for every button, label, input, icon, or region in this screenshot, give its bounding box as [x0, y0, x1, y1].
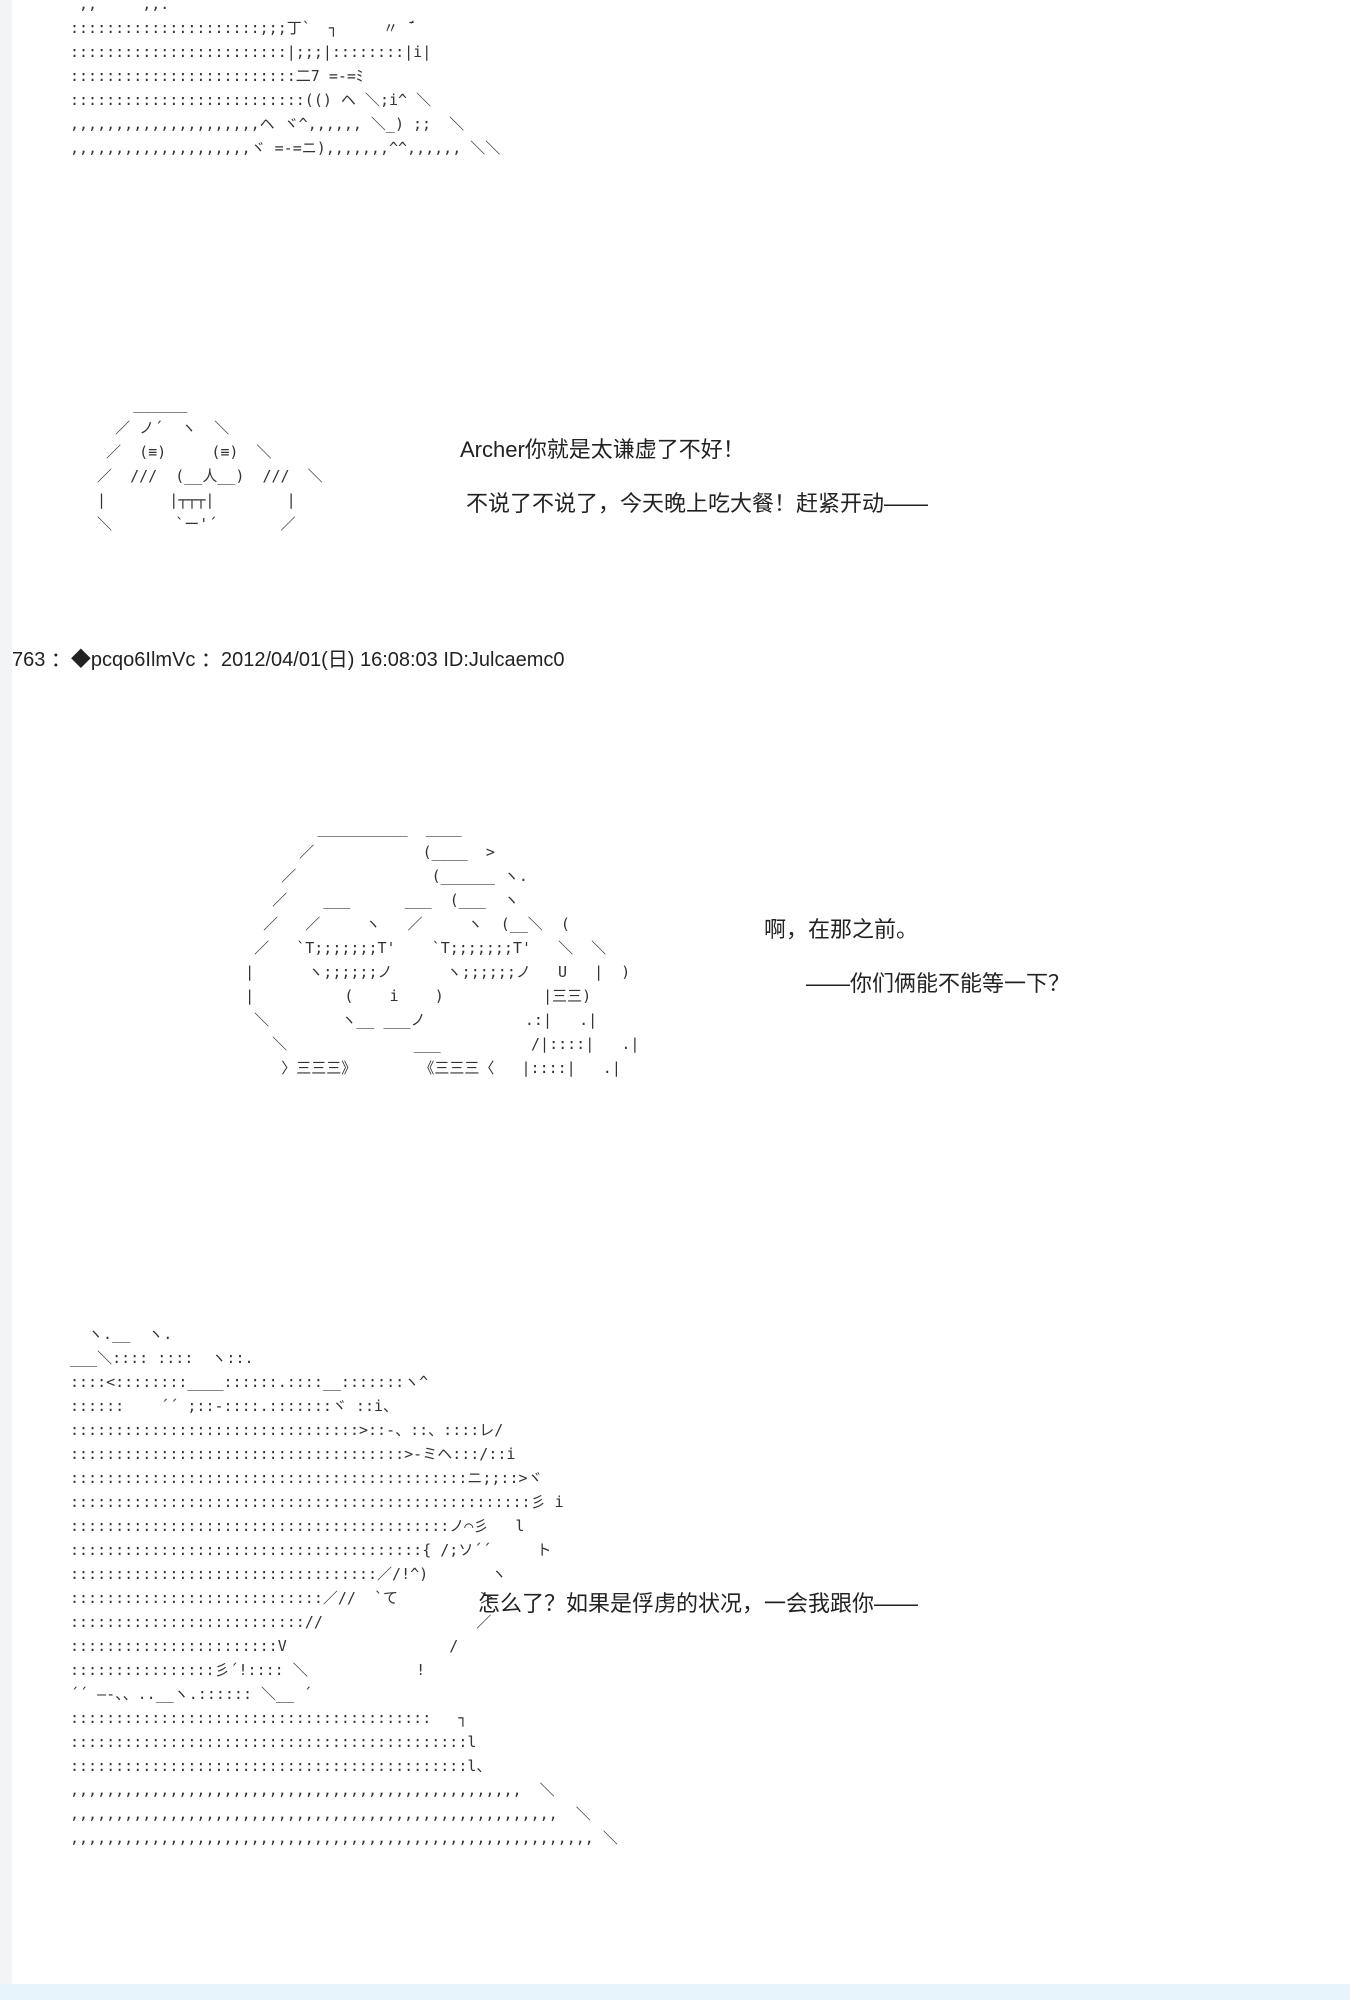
ascii-art-figure-2: ヽ.__ ヽ. ___＼:::: :::: ヽ::. ::::<::::::::… [70, 1325, 618, 1847]
dialogue-line: 怎么了？如果是俘虏的状况，一会我跟你—— [478, 1591, 919, 1616]
dialogue-line: ——你们俩能不能等一下？ [806, 971, 1071, 996]
ascii-art-face-1: ______ ／ ノ´ ヽ ＼ ／ (≡) (≡) ＼ ／ /// (__人__… [97, 395, 323, 533]
dialogue-line: Archer你就是太谦虚了不好！ [460, 437, 745, 462]
page [12, 0, 1350, 1990]
dialogue-line: 啊，在那之前。 [764, 917, 919, 942]
ascii-art-figure-1: ,, ,,. :::::::::::::::::::::;;;丁` ┐ 〃 ̄´… [70, 0, 501, 157]
dialogue-line: 不说了不说了，今天晚上吃大餐！赶紧开动—— [466, 491, 929, 516]
post-header: 763 ：◆pcqo6IlmVc ：2012/04/01(日) 16:08:03… [12, 649, 565, 671]
bottom-strip [0, 1984, 1350, 2000]
ascii-art-face-2: __________ ____ ／ (____ > ／ (______ ヽ. ／… [245, 819, 640, 1077]
